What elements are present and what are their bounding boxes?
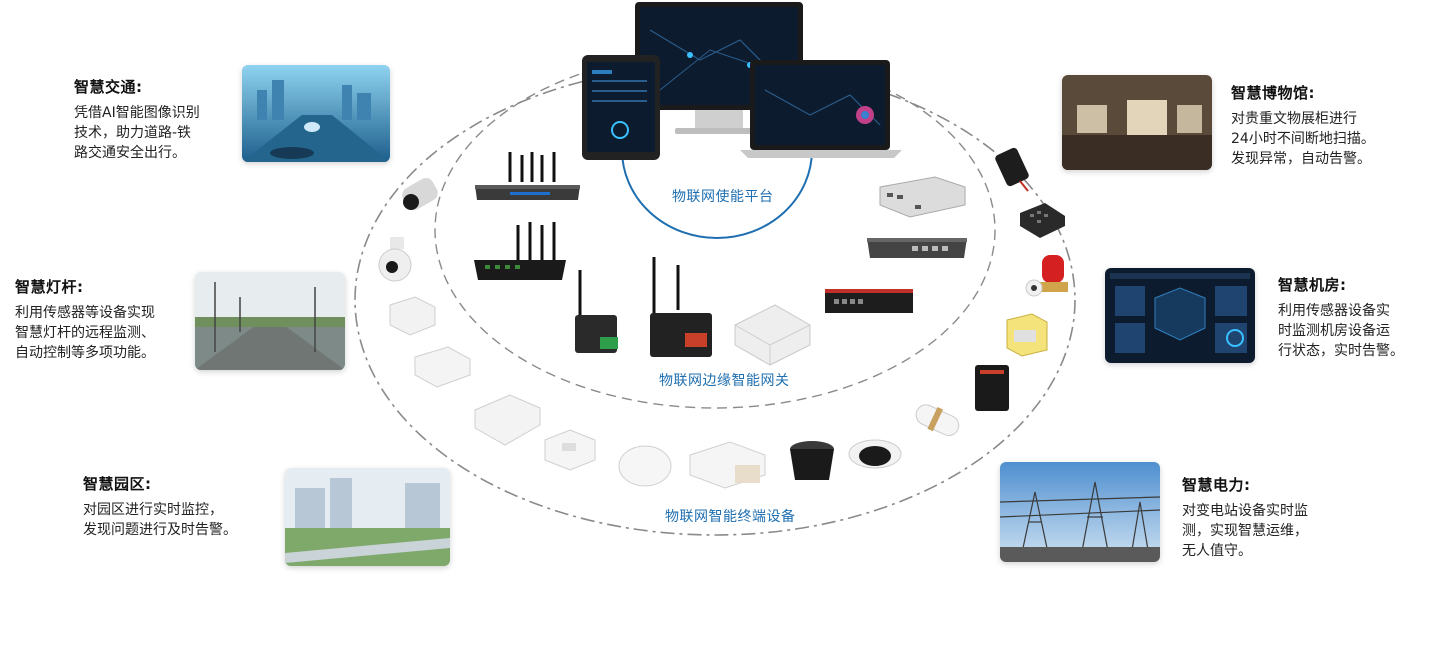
platform-label: 物联网使能平台 (672, 189, 774, 205)
water-leak-sensor (995, 147, 1029, 192)
dome-camera (848, 439, 902, 469)
traffic-photo (242, 65, 390, 162)
museum-desc: 对贵重文物展柜进行 24小时不间断地扫描。 发现异常，自动告警。 (1231, 111, 1375, 167)
router-gateway-2 (474, 222, 566, 280)
power-block: 智慧电力: 对变电站设备实时监 测，实现智慧运维， 无人值守。 (1182, 474, 1308, 561)
park-desc: 对园区进行实时监控， 发现问题进行及时告警。 (83, 502, 237, 538)
datacenter-photo (1105, 268, 1255, 363)
power-photo (1000, 462, 1160, 562)
smoke-detector (544, 429, 596, 471)
traffic-block: 智慧交通: 凭借AI智能图像识别 技术，助力道路-铁 路交通安全出行。 (74, 76, 200, 163)
streetlight-title: 智慧灯杆: (15, 278, 84, 296)
dtu-gateway (575, 270, 618, 353)
park-block: 智慧园区: 对园区进行实时监控， 发现问题进行及时告警。 (83, 473, 237, 540)
outdoor-gateway (734, 304, 811, 366)
gateway-label: 物联网边缘智能网关 (659, 373, 790, 389)
museum-block: 智慧博物馆: 对贵重文物展柜进行 24小时不间断地扫描。 发现异常，自动告警。 (1231, 82, 1375, 169)
rack-gateway (825, 289, 913, 313)
edge-box (879, 176, 966, 218)
datacenter-block: 智慧机房: 利用传感器设备实 时监测机房设备运 行状态，实时告警。 (1278, 274, 1404, 361)
power-desc: 对变电站设备实时监 测，实现智慧运维， 无人值守。 (1182, 503, 1308, 559)
motion-sensor (389, 296, 436, 336)
keypad (1020, 203, 1065, 238)
ptz-camera (378, 237, 412, 282)
park-photo (285, 468, 450, 566)
cylinder-sensor (915, 404, 960, 436)
power-module (1006, 313, 1048, 357)
alarm-siren (1025, 255, 1068, 297)
traffic-title: 智慧交通: (74, 78, 143, 96)
park-title: 智慧园区: (83, 475, 152, 493)
platform-screens (582, 2, 902, 160)
ceiling-sensor (618, 445, 672, 487)
bullet-camera (402, 178, 438, 210)
industrial-router (650, 257, 712, 357)
datacenter-title: 智慧机房: (1278, 276, 1347, 294)
platform-ring (621, 149, 813, 239)
magnetic-sensor (474, 394, 541, 446)
streetlight-photo (195, 272, 345, 370)
datacenter-desc: 利用传感器设备实 时监测机房设备运 行状态，实时告警。 (1278, 303, 1404, 359)
museum-title: 智慧博物馆: (1231, 84, 1315, 102)
door-sensor (414, 346, 471, 388)
museum-photo (1062, 75, 1212, 170)
meter-device (975, 365, 1009, 411)
traffic-desc: 凭借AI智能图像识别 技术，助力道路-铁 路交通安全出行。 (74, 105, 200, 161)
streetlight-block: 智慧灯杆: 利用传感器等设备实现 智慧灯杆的远程监测、 自动控制等多项功能。 (15, 276, 155, 363)
switch-gateway (867, 238, 967, 258)
router-gateway-1 (475, 152, 580, 200)
temperature-sensor (689, 441, 766, 489)
dome-speaker (790, 441, 834, 480)
streetlight-desc: 利用传感器等设备实现 智慧灯杆的远程监测、 自动控制等多项功能。 (15, 305, 155, 361)
power-title: 智慧电力: (1182, 476, 1251, 494)
terminal-label: 物联网智能终端设备 (665, 509, 796, 525)
